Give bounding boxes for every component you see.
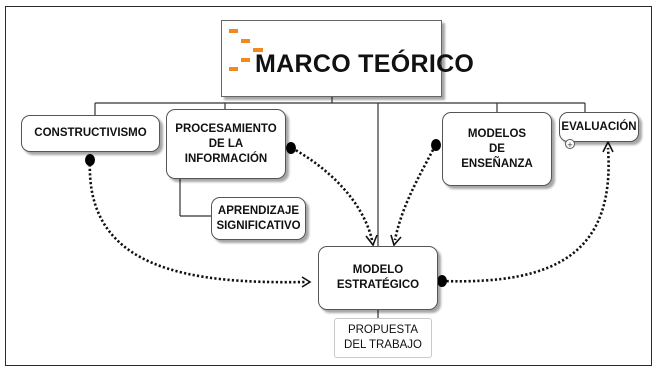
dot-procesamiento — [286, 142, 296, 154]
dot-constructivismo — [85, 154, 95, 166]
node-label: PROCESAMIENTO DE LA INFORMACIÓN — [175, 122, 277, 165]
node-label: EVALUACIÓN — [561, 120, 637, 133]
arrow-procesamiento — [365, 234, 378, 247]
node-propuesta[interactable]: PROPUESTA DEL TRABAJO — [334, 318, 432, 358]
node-label: PROPUESTA DEL TRABAJO — [344, 324, 422, 351]
node-constructivismo[interactable]: CONSTRUCTIVISMO — [21, 115, 160, 152]
node-modelos[interactable]: MODELOS DE ENSEÑANZA — [442, 112, 552, 186]
link-evaluacion — [441, 147, 610, 283]
node-label: APRENDIZAJE SIGNIFICATIVO — [216, 204, 301, 232]
arrow-evaluacion — [602, 140, 614, 153]
node-modelo-estrategico[interactable]: MODELO ESTRATÉGICO — [318, 246, 438, 310]
dot-modelos — [431, 139, 441, 151]
accent-dash — [253, 48, 263, 52]
arrow-constructivismo — [301, 276, 312, 288]
dot-evaluacion — [437, 275, 447, 287]
node-label: MODELOS DE ENSEÑANZA — [461, 127, 533, 170]
title-box[interactable] — [221, 20, 442, 97]
accent-dash — [241, 39, 250, 43]
accent-dash — [229, 67, 238, 71]
node-procesamiento[interactable]: PROCESAMIENTO DE LA INFORMACIÓN — [166, 109, 286, 179]
accent-dash — [229, 29, 238, 33]
node-label: CONSTRUCTIVISMO — [34, 127, 147, 139]
link-modelos — [393, 145, 437, 241]
expand-icon[interactable]: + — [565, 139, 575, 150]
node-evaluacion[interactable]: EVALUACIÓN — [559, 112, 639, 142]
link-constructivismo — [88, 159, 306, 284]
node-label: MODELO ESTRATÉGICO — [336, 264, 420, 291]
link-procesamiento — [291, 146, 374, 241]
accent-dash — [241, 58, 250, 62]
arrow-modelos — [390, 234, 402, 247]
node-aprendizaje[interactable]: APRENDIZAJE SIGNIFICATIVO — [211, 197, 306, 240]
diagram-title: MARCO TEÓRICO — [255, 50, 475, 78]
